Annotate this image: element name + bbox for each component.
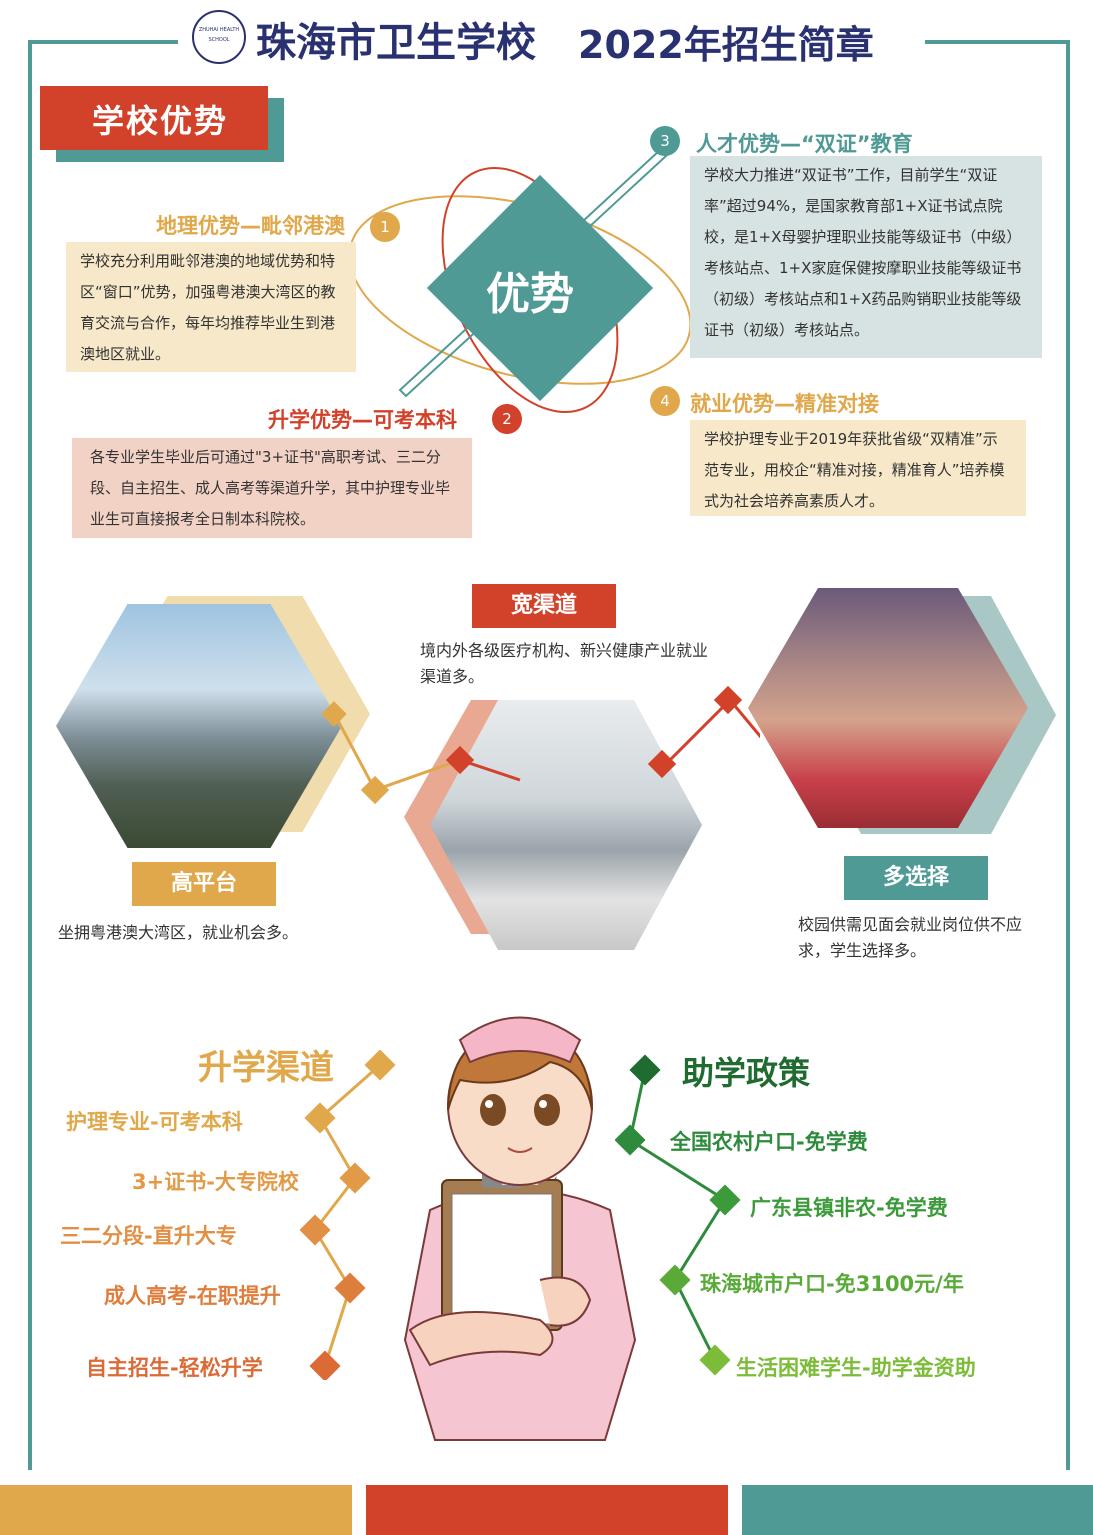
- frame-left-line: [28, 40, 32, 1470]
- advantage-2-title: 升学优势—可考本科: [268, 408, 457, 432]
- paths-title: 升学渠道: [198, 1048, 334, 1088]
- aid-item-3: 珠海城市户口-免3100元/年: [700, 1272, 964, 1296]
- footer-bar-orange: [0, 1485, 352, 1535]
- path-item-2: 3+证书-大专院校: [132, 1170, 299, 1194]
- frame-right-line: [1066, 40, 1070, 1470]
- brochure-title: 2022年招生简章: [578, 23, 874, 67]
- frame-top-right-line: [925, 40, 1070, 44]
- advantage-4-number: 4: [650, 386, 680, 416]
- frame-top-left-line: [28, 40, 178, 44]
- aid-item-2: 广东县镇非农-免学费: [750, 1196, 948, 1220]
- path-item-4: 成人高考-在职提升: [104, 1284, 281, 1308]
- advantage-1-text: 学校充分利用毗邻港澳的地域优势和特区“窗口”优势，加强粤港澳大湾区的教育交流与合…: [66, 242, 356, 372]
- school-logo: ZHUHAI HEALTH SCHOOL: [192, 10, 246, 64]
- school-name: 珠海市卫生学校: [256, 19, 536, 66]
- section-tag: [40, 86, 268, 150]
- advantage-3-title: 人才优势—“双证”教育: [696, 132, 913, 156]
- job-fair-image: [748, 588, 1028, 828]
- advantage-2-text: 各专业学生毕业后可通过"3+证书"高职考试、三二分段、自主招生、成人高考等渠道升…: [72, 438, 472, 538]
- hex-connector-line: [321, 685, 760, 805]
- aid-item-1: 全国农村户口-免学费: [670, 1130, 868, 1154]
- aid-item-4: 生活困难学生-助学金资助: [736, 1356, 976, 1380]
- feature-3-text: 校园供需见面会就业岗位供不应求，学生选择多。: [798, 915, 1023, 960]
- advantage-2-number: 2: [492, 404, 522, 434]
- center-label: 优势: [486, 269, 574, 320]
- section-title: 学校优势: [92, 102, 229, 140]
- footer-bar-red: [366, 1485, 728, 1535]
- city-skyline-image: [56, 604, 342, 848]
- advantage-1-number: 1: [370, 212, 400, 242]
- path-item-1: 护理专业-可考本科: [66, 1110, 243, 1134]
- advantage-4-text: 学校护理专业于2019年获批省级“双精准”示范专业，用校企“精准对接，精准育人”…: [690, 420, 1026, 516]
- path-item-5: 自主招生-轻松升学: [86, 1356, 263, 1380]
- feature-1-text: 坐拥粤港澳大湾区，就业机会多。: [58, 923, 299, 942]
- advantage-3-text: 学校大力推进“双证书”工作，目前学生“双证率”超过94%，是国家教育部1+X证书…: [690, 156, 1042, 358]
- feature-1-label: 高平台: [132, 862, 276, 906]
- advantage-4-title: 就业优势—精准对接: [690, 392, 879, 416]
- advantage-3-number: 3: [650, 126, 680, 156]
- paths-connector: [300, 1050, 396, 1380]
- logo-text: ZHUHAI HEALTH SCHOOL: [198, 27, 240, 43]
- advantage-1-title: 地理优势—毗邻港澳: [156, 214, 345, 238]
- aid-connector: [615, 1054, 741, 1376]
- feature-2-label: 宽渠道: [472, 584, 616, 628]
- feature-2-text: 境内外各级医疗机构、新兴健康产业就业渠道多。: [420, 641, 709, 686]
- path-item-3: 三二分段-直升大专: [60, 1224, 237, 1248]
- aid-title: 助学政策: [682, 1054, 811, 1092]
- nurse-illustration: [403, 1016, 637, 1441]
- feature-3-label: 多选择: [844, 856, 988, 900]
- footer-bar-teal: [742, 1485, 1093, 1535]
